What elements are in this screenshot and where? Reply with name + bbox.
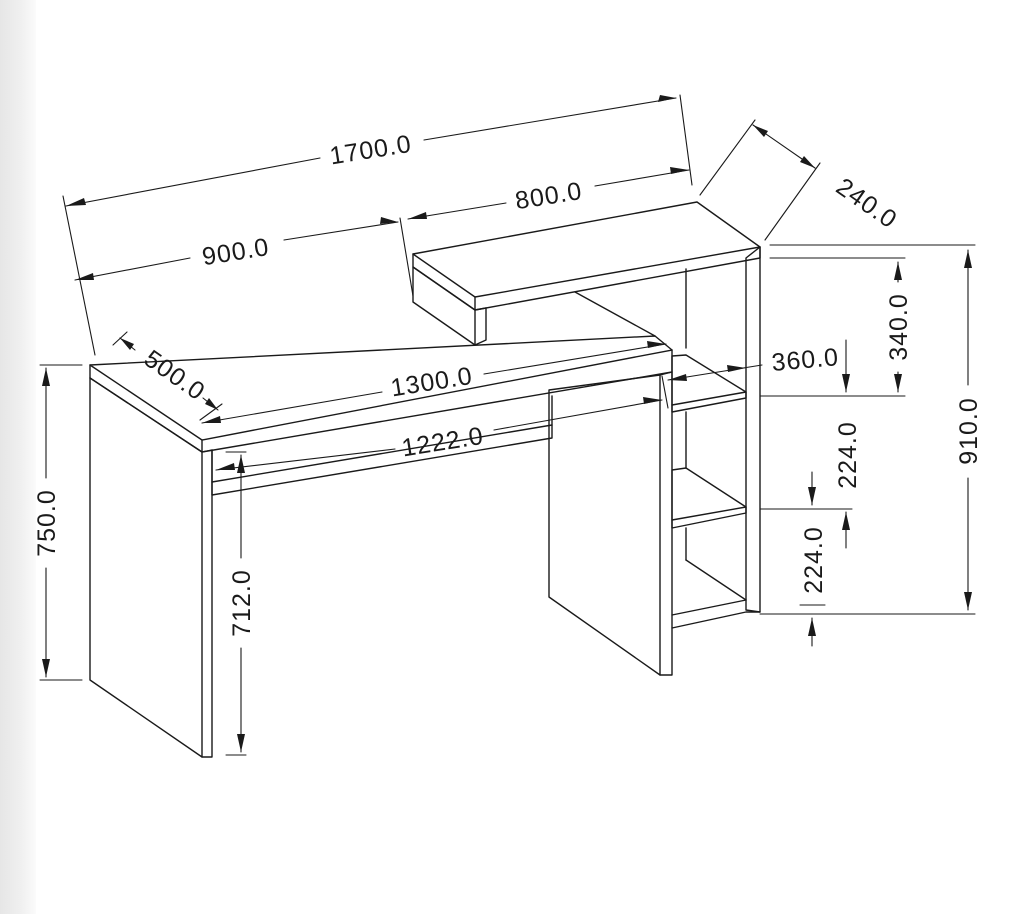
shelf-1-front	[671, 391, 747, 406]
bookcase-bottom-front	[671, 611, 761, 629]
dim-1700-a	[65, 157, 321, 207]
dim-900-a	[74, 257, 191, 281]
drawer-lower-edge	[211, 424, 553, 483]
arrow-224-upper-b	[842, 512, 850, 530]
ext-1300-right	[661, 375, 669, 409]
arrow-910-bottom	[964, 592, 972, 610]
dim-1300-a	[201, 391, 383, 424]
arrow-224-upper-a	[842, 374, 850, 392]
arrow-800-right	[670, 167, 689, 174]
bookcase-bottom-top	[671, 599, 747, 616]
dim-1700-b	[423, 97, 677, 141]
arrow-1222-left	[216, 463, 235, 470]
arrow-800-left	[408, 212, 427, 219]
arrow-360-left	[668, 374, 687, 381]
drawer-apron	[211, 395, 553, 496]
arrow-1300-left	[202, 416, 221, 423]
shelf-2-front	[671, 506, 747, 521]
arrow-750-top	[42, 368, 50, 386]
label-desk-height: 750.0	[33, 489, 61, 557]
arrow-340-top	[894, 262, 902, 280]
dimension-lines	[39, 94, 976, 756]
label-leg-clearance: 712.0	[228, 569, 256, 637]
arrow-750-bottom	[42, 659, 50, 677]
arrow-340-bottom	[894, 374, 902, 392]
label-shelf-opening-width: 360.0	[770, 343, 840, 377]
label-shelf-spacing-2: 224.0	[800, 526, 828, 594]
left-edge-shade	[0, 0, 36, 914]
label-shelf-spacing-1: 224.0	[834, 421, 862, 489]
shelf-2	[671, 467, 747, 529]
ext-500-b	[199, 403, 223, 421]
label-shelf-depth: 240.0	[831, 173, 902, 235]
bookcase-bottom-depth	[685, 559, 747, 601]
dim-1300-b	[483, 343, 667, 375]
bookcase-side-panel	[745, 246, 761, 613]
ext-1700-left	[62, 195, 96, 356]
label-top-shelf-width: 800.0	[513, 177, 584, 215]
label-desk-depth: 500.0	[139, 345, 210, 407]
label-desk-width: 900.0	[200, 233, 271, 271]
arrow-224-lower-a	[808, 487, 816, 505]
shelf-1	[671, 354, 747, 413]
left-leg-panel	[89, 377, 203, 758]
right-leg-front-edge	[659, 371, 673, 676]
arrow-900-right	[380, 217, 398, 224]
desk-outline	[89, 201, 761, 758]
label-overall-width: 1700.0	[328, 130, 414, 171]
arrow-500-b	[205, 398, 218, 410]
left-leg-front-edge	[201, 449, 213, 758]
arrow-1222-right	[643, 397, 662, 404]
ext-900-right	[399, 217, 414, 297]
ext-240-left	[699, 119, 756, 196]
label-overall-height: 910.0	[955, 397, 983, 465]
arrow-240-a	[753, 125, 768, 137]
dim-1222-a	[215, 448, 396, 471]
arrow-900-left	[75, 273, 94, 280]
arrow-360-right	[727, 365, 746, 372]
top-shelf-surface	[412, 201, 761, 298]
dim-1222-b	[493, 399, 663, 431]
arrow-712-top	[237, 455, 245, 473]
dimension-labels: 1700.0 900.0 800.0 240.0 500.0 1300.0 12…	[33, 130, 983, 637]
arrow-240-b	[800, 156, 815, 168]
arrow-712-bottom	[237, 734, 245, 752]
arrow-910-top	[964, 250, 972, 268]
top-shelf-under-line	[574, 291, 656, 337]
ext-240-right	[764, 162, 821, 241]
label-shelf-top-height: 340.0	[885, 293, 913, 361]
arrow-1300-right	[647, 341, 666, 348]
arrow-1700-right	[658, 95, 676, 102]
arrow-224-lower-b	[808, 618, 816, 636]
arrow-1700-left	[66, 198, 86, 206]
dim-900-b	[283, 221, 399, 241]
arrow-500-a	[120, 338, 134, 350]
ext-1700-right	[679, 94, 693, 186]
right-leg-panel	[548, 374, 661, 676]
